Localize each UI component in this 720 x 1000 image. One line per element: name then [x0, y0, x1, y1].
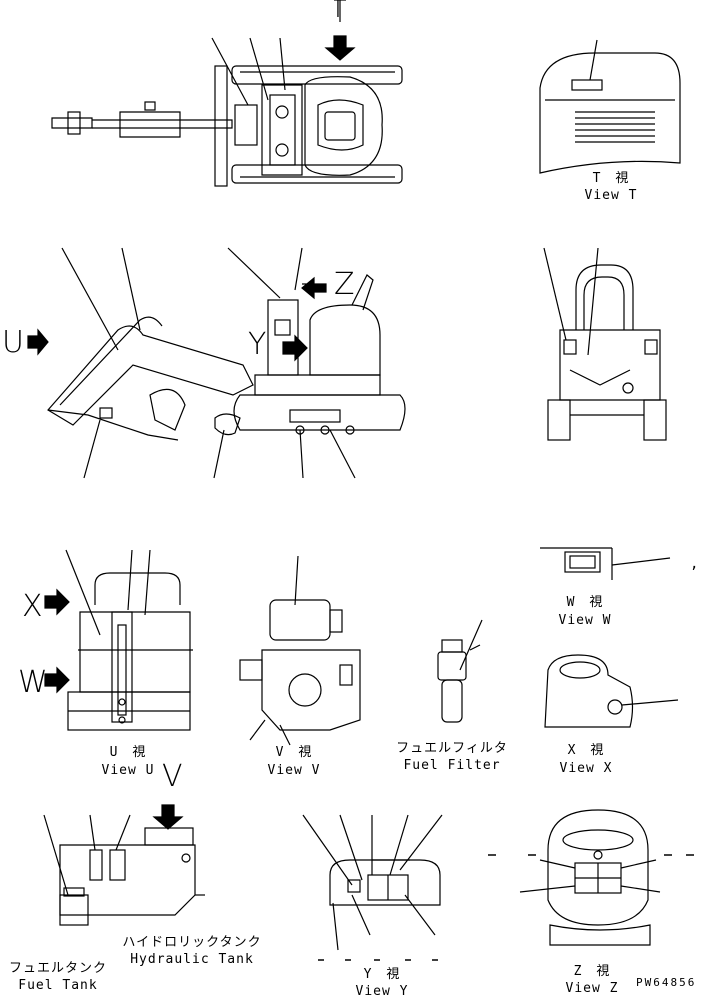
fuel-filter-caption-jp: フュエルフィルタ [396, 741, 508, 756]
fuel-tank-caption-jp: フュエルタンク [8, 961, 108, 976]
arrow-label-x: X [22, 589, 43, 624]
view-z-drawing [488, 809, 694, 946]
fuel-tank-caption-en: Fuel Tank [18, 978, 98, 993]
view-w-caption-jp: W 視 [566, 595, 604, 610]
view-u-caption-en: View U [101, 763, 155, 778]
rear-view-machine [543, 247, 667, 441]
view-y-caption-en: View Y [355, 984, 409, 999]
side-view-machine [27, 247, 406, 479]
arrow-down-icon [324, 35, 356, 61]
view-z-caption-jp: Z 視 [573, 964, 611, 979]
view-x-caption-en: View X [559, 761, 613, 776]
tank-drawing [43, 804, 205, 926]
hydraulic-tank-caption-en: Hydraulic Tank [130, 952, 254, 967]
arrow-left-icon [301, 276, 327, 300]
view-t-caption-en: View T [584, 188, 638, 203]
arrow-label-t: T [330, 0, 346, 24]
view-y-caption-jp: Y 視 [363, 967, 401, 982]
fuel-filter-caption-en: Fuel Filter [403, 758, 501, 773]
view-u-caption-jp: U 視 [109, 745, 147, 760]
arrow-label-w: W [18, 665, 48, 700]
arrow-label-u: U [2, 325, 24, 360]
view-y-drawing [302, 814, 443, 961]
view-v-caption-jp: V 視 [275, 745, 313, 760]
view-v-drawing [239, 555, 361, 746]
view-t-drawing [539, 39, 681, 174]
view-w-caption-en: View W [558, 613, 612, 628]
view-x-drawing [544, 654, 679, 728]
stray-mark: , [690, 556, 701, 572]
view-w-drawing [540, 547, 671, 580]
top-view-machine [51, 0, 403, 187]
arrow-label-z: Z [334, 267, 355, 302]
drawing-code: PW64856 [636, 976, 697, 989]
arrow-right-icon [44, 666, 70, 694]
arrow-right-icon [27, 328, 49, 356]
fuel-filter-drawing [437, 619, 483, 723]
arrow-label-y: Y [248, 327, 267, 362]
view-t-caption-jp: T 視 [592, 171, 630, 186]
arrow-down-icon [152, 804, 184, 830]
view-v-caption-en: View V [267, 763, 321, 778]
arrow-label-v: V [162, 759, 183, 794]
view-u-drawing [44, 549, 193, 731]
view-z-caption-en: View Z [565, 981, 619, 996]
hydraulic-tank-caption-jp: ハイドロリックタンク [122, 935, 262, 950]
arrow-right-icon [44, 588, 70, 616]
arrow-right-icon [282, 334, 308, 362]
view-x-caption-jp: X 視 [567, 743, 605, 758]
